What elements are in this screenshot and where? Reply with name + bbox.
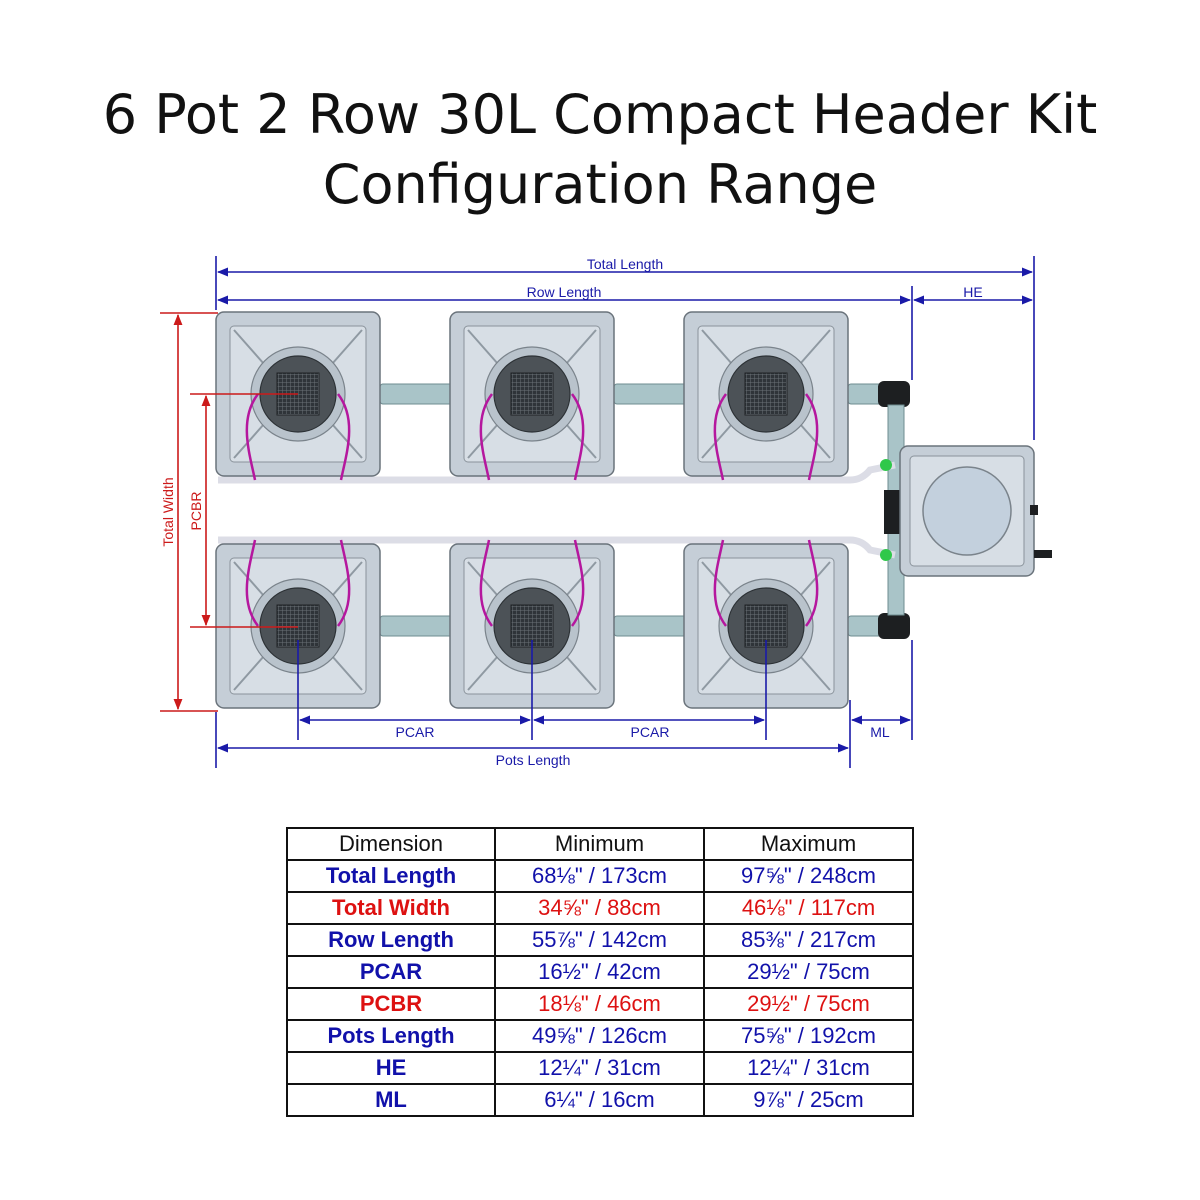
pot-top-2 bbox=[449, 311, 615, 477]
row-maximum: 29½" / 75cm bbox=[703, 987, 914, 1021]
table-header-row: Dimension Minimum Maximum bbox=[286, 827, 914, 861]
drain-lines bbox=[218, 459, 896, 561]
row-minimum: 68⅛" / 173cm bbox=[494, 859, 705, 893]
row-dimension: PCBR bbox=[286, 987, 496, 1021]
row-dimension: Row Length bbox=[286, 923, 496, 957]
row-minimum: 6¼" / 16cm bbox=[494, 1083, 705, 1117]
row-dimension: HE bbox=[286, 1051, 496, 1085]
row-minimum: 34⅝" / 88cm bbox=[494, 891, 705, 925]
row-dimension: Total Width bbox=[286, 891, 496, 925]
blue-dimensions bbox=[215, 256, 1035, 768]
label-pcbr: PCBR bbox=[188, 492, 204, 531]
page-title-line-2: Configuration Range bbox=[322, 153, 878, 216]
row-minimum: 55⅞" / 142cm bbox=[494, 923, 705, 957]
label-total-length: Total Length bbox=[587, 256, 663, 272]
header-maximum: Maximum bbox=[703, 827, 914, 861]
row-minimum: 18⅛" / 46cm bbox=[494, 987, 705, 1021]
page-title-line-1: 6 Pot 2 Row 30L Compact Header Kit bbox=[102, 83, 1098, 146]
label-pcar-right: PCAR bbox=[631, 724, 670, 740]
row-maximum: 97⅝" / 248cm bbox=[703, 859, 914, 893]
label-ml: ML bbox=[870, 724, 890, 740]
label-he: HE bbox=[963, 284, 982, 300]
layout-diagram: Total Length Row Length HE PCAR PCAR ML … bbox=[160, 256, 1052, 768]
row-dimension: PCAR bbox=[286, 955, 496, 989]
magenta-tubes bbox=[245, 393, 819, 627]
row-maximum: 46⅛" / 117cm bbox=[703, 891, 914, 925]
header-dimension: Dimension bbox=[286, 827, 496, 861]
row-minimum: 49⅝" / 126cm bbox=[494, 1019, 705, 1053]
row-minimum: 12¼" / 31cm bbox=[494, 1051, 705, 1085]
label-pcar-left: PCAR bbox=[396, 724, 435, 740]
label-total-width: Total Width bbox=[160, 477, 176, 546]
row-dimension: Pots Length bbox=[286, 1019, 496, 1053]
red-dimensions bbox=[160, 312, 298, 712]
pot-top-3 bbox=[683, 311, 849, 477]
row-dimension: ML bbox=[286, 1083, 496, 1117]
row-maximum: 85⅜" / 217cm bbox=[703, 923, 914, 957]
row-dimension: Total Length bbox=[286, 859, 496, 893]
row-maximum: 75⅝" / 192cm bbox=[703, 1019, 914, 1053]
header-minimum: Minimum bbox=[494, 827, 705, 861]
label-row-length: Row Length bbox=[527, 284, 602, 300]
row-maximum: 29½" / 75cm bbox=[703, 955, 914, 989]
row-maximum: 9⅞" / 25cm bbox=[703, 1083, 914, 1117]
row-minimum: 16½" / 42cm bbox=[494, 955, 705, 989]
header-tank bbox=[899, 445, 1052, 577]
label-pots-length: Pots Length bbox=[496, 752, 571, 768]
row-maximum: 12¼" / 31cm bbox=[703, 1051, 914, 1085]
